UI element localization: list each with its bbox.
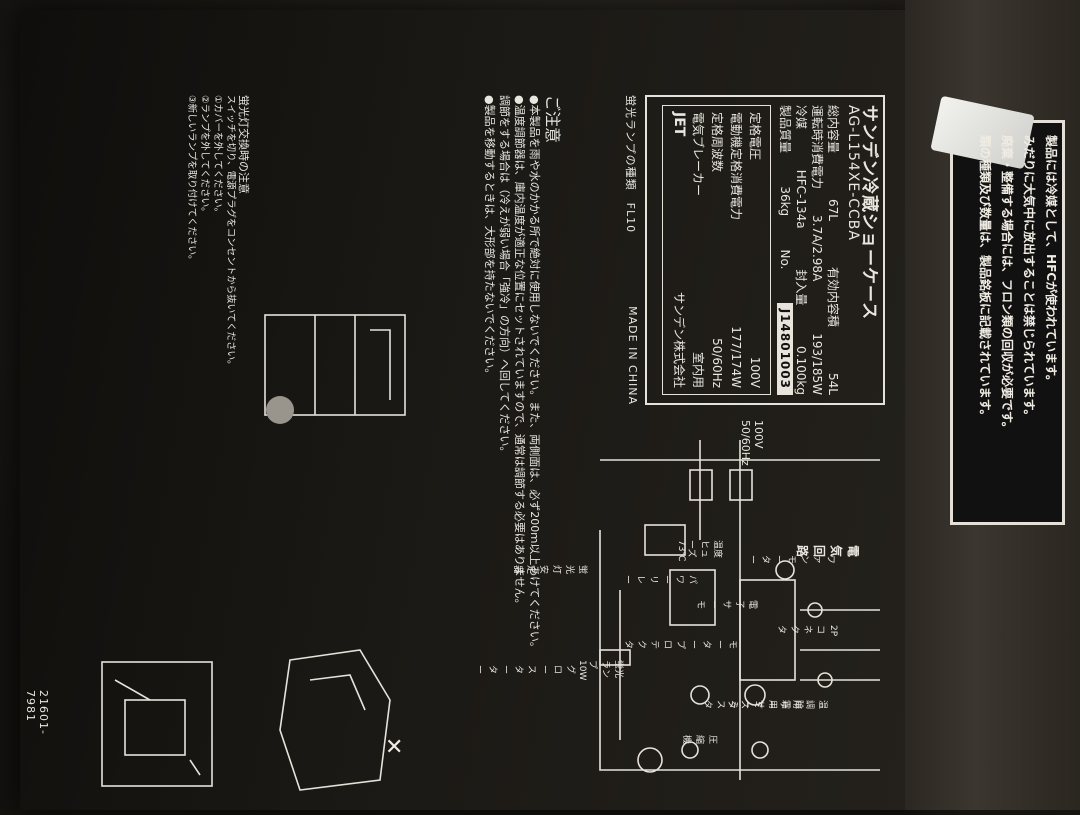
notes-heading: 蛍光灯交換時の注意 [237, 95, 250, 194]
caution-heading: ご注意 [543, 95, 562, 144]
jet-mark: JET [671, 112, 687, 137]
serial-number: J14801003 [777, 302, 793, 395]
shelf-illustration [264, 314, 406, 424]
ballast-label: 蛍光灯安定器 [512, 565, 587, 575]
caution-block: ご注意 ●本製品を雨や水のかかる所で絶対に使用しないでください。また、両側面は、… [482, 95, 562, 815]
part-code: 21601-7981 [24, 690, 50, 735]
caution-line: 調節をする場合は（冷えが弱い場合「強冷」の方向）へ回してください。 [498, 95, 511, 458]
power-label: 100V 50/60Hz [739, 420, 765, 466]
defrost-thermistor-label: 除霜用サーミスタ [702, 700, 803, 710]
notes-line: ①カバーを外してください。 [212, 95, 223, 217]
lifting-illustration [279, 649, 391, 791]
made-in: MADE IN CHINA [626, 306, 639, 405]
moving-illustration [101, 661, 213, 787]
prohibited-x-icon: ✕ [385, 735, 404, 760]
refrigerant-notice-text: 製品には冷媒として、HFCが使われています。 みだりに大気中に放出することは禁じ… [974, 135, 1062, 565]
glow-label: グロースターター [474, 665, 575, 675]
notice-line: 類の種類及び数量は、製品銘板に記載されています。 [978, 135, 992, 422]
compressor-label: 圧縮機 [681, 735, 717, 745]
refrigerant-notice-label [950, 120, 1065, 525]
relay-label: パワーリレー [622, 575, 697, 585]
notes-line: スイッチを切り、電源プラグをコンセントから抜いてください。 [225, 95, 236, 370]
lamp-replacement-notes: 蛍光灯交換時の注意 スイッチを切り、電源プラグをコンセントから抜いてください。 … [185, 95, 250, 655]
notes-line: ③新しいランプを取り付けてください。 [186, 95, 197, 265]
caution-line: ●本製品を雨や水のかかる所で絶対に使用しないでください。また、両側面は、必ず20… [528, 95, 541, 653]
lamp-label: 蛍光ランプ 10W [577, 660, 623, 681]
lamp-type: 蛍光ランプの種類 FL10 [624, 95, 637, 234]
notice-line: 廃棄・整備する場合には、フロン類の回収が必要です。 [1000, 135, 1014, 434]
black-panel [20, 10, 920, 810]
product-title: サンデン冷蔵ショーケース [859, 105, 879, 321]
caution-line: ●温度調節器は、庫内温度が適正な位置にセットされていますので、通常は調節する必要… [513, 95, 526, 610]
protector-label: モータープロテクタ [623, 640, 737, 650]
fuse-label: 温度ヒューズ 73℃ [676, 540, 722, 562]
maker-name: サンデン株式会社 [672, 291, 686, 388]
connector-label: 2Pコネクタ [776, 625, 838, 637]
fan-label: ファンモーター [747, 555, 835, 565]
notice-line: みだりに大気中に放出することは禁じられています。 [1022, 135, 1036, 422]
thermo-label: 電子サーモ [695, 600, 757, 610]
notice-line: 製品には冷媒として、HFCが使われています。 [1044, 135, 1058, 387]
circuit-diagram [599, 440, 880, 780]
notes-line: ②ランプを外してください。 [199, 95, 210, 217]
caution-line: ●製品を移動するときは、大形部を持たないでください。 [483, 95, 496, 380]
